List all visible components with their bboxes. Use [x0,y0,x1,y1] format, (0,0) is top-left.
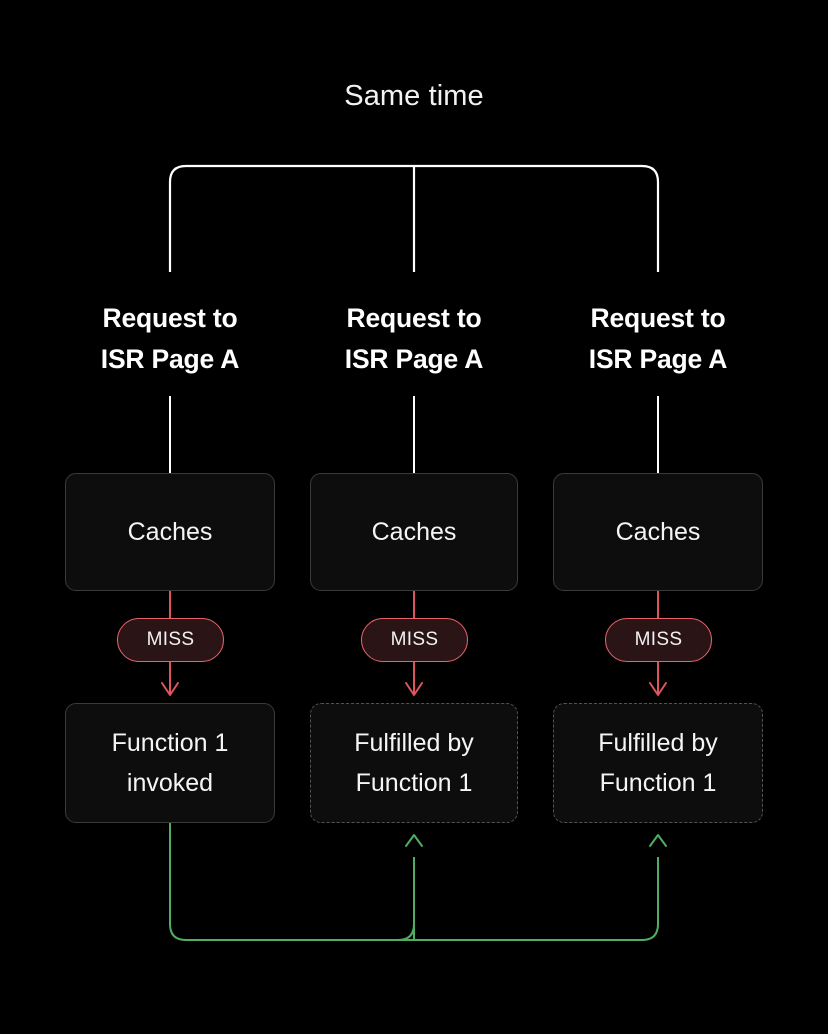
column-heading-2: Request to ISR Page A [344,303,484,374]
function-fulfill-arrowhead-2 [405,834,423,847]
cache-miss-arrowhead-3 [649,682,667,696]
cache-box-1: Caches [65,473,275,591]
cache-miss-arrowhead-1 [161,682,179,696]
status-badge-miss-3: MISS [605,618,712,662]
cache-box-3: Caches [553,473,763,591]
page-title: Same time [344,80,484,112]
cache-miss-arrowhead-2 [405,682,423,696]
result-box-3: Fulfilled by Function 1 [553,703,763,823]
cache-box-2: Caches [310,473,518,591]
function-fulfill-arrowhead-3 [649,834,667,847]
status-badge-miss-2: MISS [361,618,468,662]
result-box-1: Function 1 invoked [65,703,275,823]
function-fulfill-branch-middle-corner [397,923,415,941]
status-badge-miss-1: MISS [117,618,224,662]
function-fulfill-path [169,823,659,941]
result-box-2: Fulfilled by Function 1 [310,703,518,823]
same-time-bracket [168,164,660,272]
column-heading-1: Request to ISR Page A [100,303,240,374]
column-heading-3: Request to ISR Page A [588,303,728,374]
